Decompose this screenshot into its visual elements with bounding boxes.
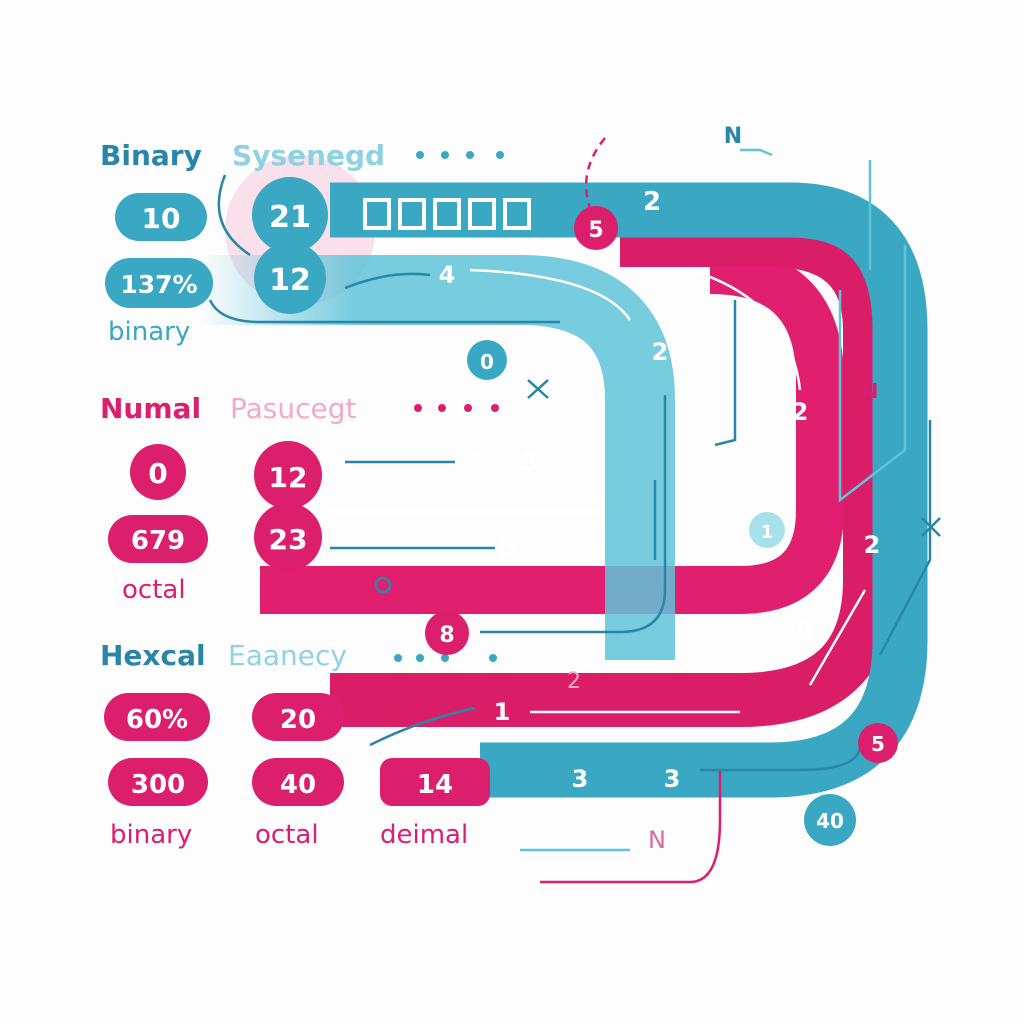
circle-23 <box>254 503 322 571</box>
pill-20 <box>252 693 344 741</box>
pill-10 <box>115 193 207 241</box>
circle-23-text: 23 <box>269 523 308 556</box>
numal-subtitle: Pasucegt <box>230 392 357 425</box>
pill-40 <box>252 758 344 806</box>
pink-band-outer <box>330 213 897 727</box>
teal-band-inner <box>200 255 675 660</box>
cross-icon <box>527 379 549 399</box>
band-num-5: 5 <box>472 448 489 476</box>
link-arrow <box>208 299 560 324</box>
circle-5-text: 5 <box>588 218 603 243</box>
band-num-5b: 5 <box>499 534 516 562</box>
pill-40-text: 40 <box>280 770 316 800</box>
circle-5-pink <box>858 723 898 763</box>
pill-10-text: 10 <box>142 202 181 235</box>
small-ring <box>374 576 392 594</box>
circle-8-text: 8 <box>439 623 454 648</box>
circle-8 <box>425 611 469 655</box>
pill-0 <box>130 444 186 500</box>
n-label-3: N <box>648 826 666 854</box>
band-num-3: 3 <box>522 448 539 476</box>
circle-40-text: 40 <box>816 809 844 833</box>
cross-icon-2 <box>921 517 941 537</box>
n-label-2: N <box>862 379 879 403</box>
circle-12-pink-text: 12 <box>269 461 308 494</box>
flow-bands <box>200 155 928 798</box>
right-frame-arrow <box>838 245 907 503</box>
numal-title: Numal <box>100 392 201 425</box>
label-3b: 3 <box>664 765 681 793</box>
arrows <box>208 137 941 884</box>
circle-21 <box>252 177 328 253</box>
circle-5-pink-text: 5 <box>871 732 885 756</box>
pill-679 <box>108 515 208 563</box>
white-curve-2 <box>689 268 802 391</box>
label-2-top: 2 <box>643 187 661 217</box>
hex-arrow <box>369 706 476 747</box>
circle-5 <box>574 206 618 250</box>
label-2-far: 2 <box>864 531 881 559</box>
octal-label-2: octal <box>255 820 319 850</box>
dots <box>416 151 504 159</box>
arrow-to-five <box>700 744 862 772</box>
octal-label: octal <box>122 575 186 605</box>
pin-line <box>714 300 737 447</box>
return-arrow <box>480 395 667 634</box>
teal-band-outer <box>330 182 928 798</box>
pill-0-text: 0 <box>148 457 167 490</box>
binary-subtitle: Sysenegd <box>232 139 385 172</box>
white-arrow <box>808 589 867 686</box>
up-arrow <box>740 148 773 157</box>
pill-14 <box>380 758 490 806</box>
label-1-band: 1 <box>494 698 511 726</box>
pill-300-text: 300 <box>131 770 185 800</box>
double-arrow <box>344 272 431 290</box>
dots-pink <box>414 404 499 412</box>
circle-40 <box>804 794 856 846</box>
label-2-right: 2 <box>792 398 809 426</box>
pill-679-text: 679 <box>131 526 185 556</box>
label-3a: 3 <box>572 765 589 793</box>
deimal-label: deimal <box>380 820 468 850</box>
hex-subtitle: Eaanecy <box>228 639 347 672</box>
pill-137 <box>105 258 213 308</box>
pill-20-text: 20 <box>280 705 316 735</box>
curve-arrow <box>217 174 251 257</box>
label-2-pink: 2 <box>567 669 581 694</box>
binary-title: Binary <box>100 139 202 172</box>
circle-0 <box>467 340 507 380</box>
white-curve <box>469 268 632 321</box>
pill-60 <box>104 693 210 741</box>
circle-1-text: 1 <box>761 522 774 543</box>
circle-12 <box>254 242 326 314</box>
binary-label-2: binary <box>110 820 192 850</box>
far-right-arrow <box>878 420 932 656</box>
pill-14-text: 14 <box>417 770 453 800</box>
pink-return-arrow <box>540 770 722 884</box>
label-2-mid: 2 <box>652 338 669 366</box>
circle-21-text: 21 <box>269 200 311 235</box>
hex-title: Hexcal <box>100 639 206 672</box>
dots-teal <box>394 654 497 662</box>
pill-60-text: 60% <box>126 705 188 735</box>
binary-squares <box>363 198 531 230</box>
pill-137-text: 137% <box>120 270 197 299</box>
circle-12-text: 12 <box>269 263 311 298</box>
label-9: 9 <box>797 616 814 644</box>
band-num-4: 4 <box>439 261 456 289</box>
pink-band-inner <box>260 246 844 614</box>
binary-label: binary <box>108 317 190 347</box>
circle-0-text: 0 <box>480 350 494 374</box>
circle-1 <box>749 512 785 548</box>
pill-300 <box>108 758 208 806</box>
circle-12-pink <box>254 441 322 509</box>
n-label-1: N <box>724 124 742 149</box>
